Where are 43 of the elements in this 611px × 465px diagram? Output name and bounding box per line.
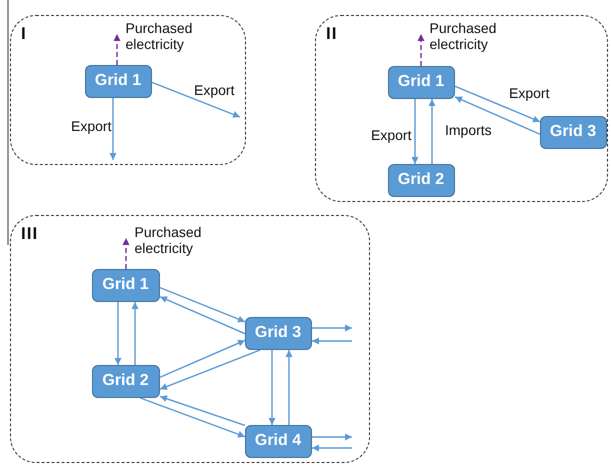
grid-node: Grid 3 (244, 316, 312, 350)
arrow (160, 395, 246, 426)
panel-frame (10, 215, 370, 463)
arrow (454, 96, 540, 135)
arrow (160, 340, 246, 378)
arrow (160, 349, 260, 390)
arrow (268, 350, 276, 425)
arrow (312, 434, 352, 440)
edge-label: Export (193, 82, 236, 98)
edge-label: Export (508, 85, 550, 101)
grid-node: Grid 3 (540, 116, 606, 148)
grid-node: Grid 1 (92, 268, 160, 302)
edge-label: Export (370, 127, 412, 143)
panel-number: II (326, 24, 338, 44)
arrow (160, 287, 246, 322)
arrow (428, 99, 436, 164)
arrow (312, 324, 352, 332)
grid-node: Grid 4 (244, 424, 312, 458)
flow-label: Purchased electricity (126, 224, 216, 266)
arrow (160, 296, 246, 334)
grid-node: Grid 2 (388, 164, 454, 196)
flow-label: Purchased electricity (422, 20, 512, 62)
edge-label: Export (70, 118, 112, 134)
arrow (312, 338, 352, 344)
flow-label: Purchased electricity (118, 20, 208, 62)
panel-number: I (21, 24, 27, 44)
panel-number: III (21, 224, 38, 244)
dashed-arrow (122, 238, 130, 269)
grid-node: Grid 1 (388, 66, 454, 98)
edge-label: Imports (444, 122, 493, 138)
arrow (286, 350, 292, 425)
grid-node: Grid 2 (92, 364, 160, 398)
arrow (132, 302, 138, 365)
dashed-arrow (114, 34, 120, 65)
dashed-arrow (418, 34, 424, 66)
arrow (312, 444, 352, 452)
arrow (412, 99, 418, 164)
arrow (110, 98, 116, 160)
arrow (152, 82, 240, 118)
arrow (140, 397, 246, 438)
arrow (454, 86, 540, 122)
grid-node: Grid 1 (84, 64, 152, 98)
arrow (114, 302, 122, 365)
